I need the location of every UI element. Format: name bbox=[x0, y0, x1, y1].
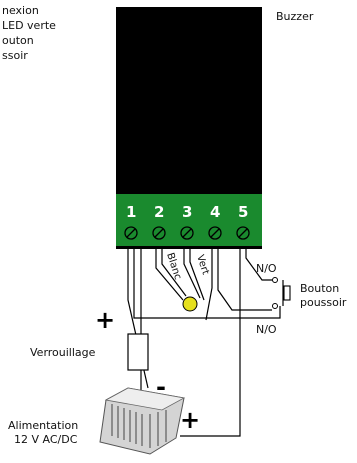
wire-1b bbox=[133, 246, 281, 319]
power-label-line-2: 12 V AC/DC bbox=[14, 433, 78, 446]
wire-blanc-a bbox=[155, 246, 184, 301]
note-line-2: LED verte bbox=[2, 19, 56, 32]
screw-3-slot bbox=[182, 228, 192, 238]
wire-5b bbox=[245, 246, 272, 281]
wire-vert-a bbox=[183, 246, 201, 299]
wire-4b bbox=[217, 246, 272, 311]
screw-1-slot bbox=[126, 228, 136, 238]
power-supply-ribs bbox=[111, 404, 167, 448]
terminal-number-5: 5 bbox=[238, 203, 248, 221]
note-line-1: nexion bbox=[2, 4, 39, 17]
plus-sign-lock: + bbox=[95, 306, 115, 334]
terminal-number-2: 2 bbox=[154, 203, 164, 221]
no-label-bottom: N/O bbox=[256, 323, 277, 336]
wire-blanc-b bbox=[161, 246, 187, 297]
screw-5-slot bbox=[238, 228, 248, 238]
wire-vert-b bbox=[189, 246, 205, 301]
terminal-number-4: 4 bbox=[210, 203, 220, 221]
terminal-screws bbox=[124, 226, 250, 240]
lock-element bbox=[127, 333, 149, 371]
no-label-top: N/O bbox=[256, 262, 277, 275]
buzzer-label: Buzzer bbox=[276, 10, 314, 23]
screw-2-slot bbox=[154, 228, 164, 238]
terminal-number-1: 1 bbox=[126, 203, 136, 221]
screw-4-slot bbox=[210, 228, 220, 238]
button-label-line-2: poussoir bbox=[300, 296, 347, 309]
wire-4a bbox=[205, 246, 213, 321]
power-supply-top bbox=[104, 387, 186, 411]
power-label-line-1: Alimentation bbox=[8, 419, 78, 432]
button-contact-top bbox=[272, 277, 278, 283]
wire-5a bbox=[180, 246, 241, 437]
connection-note: nexion LED verte outon ssoir bbox=[2, 4, 56, 62]
led-indicator bbox=[182, 296, 198, 312]
wires bbox=[127, 246, 281, 437]
plus-sign-power: + bbox=[180, 406, 200, 434]
wire-label-blanc: Blanc bbox=[164, 252, 183, 282]
terminal-numbers: 1 2 3 4 5 bbox=[126, 203, 248, 221]
note-line-4: ssoir bbox=[2, 49, 28, 62]
lock-label: Verrouillage bbox=[30, 346, 96, 359]
minus-sign: - bbox=[156, 373, 166, 401]
terminal-number-3: 3 bbox=[182, 203, 192, 221]
note-line-3: outon bbox=[2, 34, 34, 47]
button-actuator bbox=[283, 285, 291, 301]
push-button bbox=[272, 277, 291, 309]
button-contact-bottom bbox=[272, 303, 278, 309]
button-label-line-1: Bouton bbox=[300, 282, 339, 295]
power-supply bbox=[99, 387, 186, 455]
wire-label-vert: Vert bbox=[194, 254, 211, 277]
